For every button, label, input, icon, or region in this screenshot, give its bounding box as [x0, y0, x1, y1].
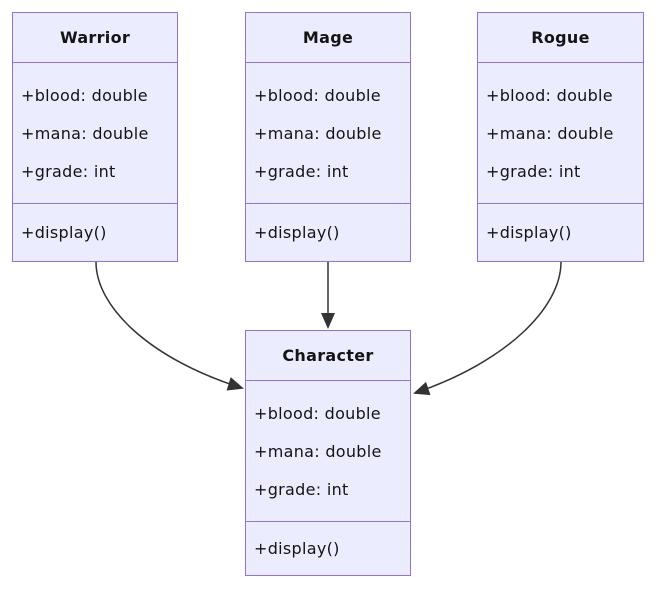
class-title: Mage [246, 13, 410, 63]
class-attributes: +blood: double +mana: double +grade: int [13, 63, 177, 204]
class-box-rogue[interactable]: Rogue +blood: double +mana: double +grad… [477, 12, 644, 262]
class-attributes: +blood: double +mana: double +grade: int [246, 381, 410, 522]
class-title: Rogue [478, 13, 643, 63]
class-title: Warrior [13, 13, 177, 63]
attribute: +blood: double [254, 86, 381, 105]
attribute: +blood: double [21, 86, 148, 105]
attribute: +blood: double [486, 86, 613, 105]
method: +display() [254, 222, 340, 242]
class-methods: +display() [13, 204, 177, 261]
class-title: Character [246, 331, 410, 381]
method: +display() [486, 222, 572, 242]
attribute: +mana: double [254, 442, 382, 461]
attribute: +grade: int [254, 162, 349, 181]
class-methods: +display() [246, 522, 410, 575]
class-box-character[interactable]: Character +blood: double +mana: double +… [245, 330, 411, 576]
attribute: +mana: double [21, 124, 149, 143]
class-methods: +display() [478, 204, 643, 261]
attribute: +mana: double [254, 124, 382, 143]
class-attributes: +blood: double +mana: double +grade: int [246, 63, 410, 204]
method: +display() [21, 222, 107, 242]
attribute: +grade: int [21, 162, 116, 181]
class-box-warrior[interactable]: Warrior +blood: double +mana: double +gr… [12, 12, 178, 262]
arrow-warrior-to-character [95, 261, 244, 391]
method: +display() [254, 538, 340, 558]
class-methods: +display() [246, 204, 410, 261]
attribute: +grade: int [254, 480, 349, 499]
attribute: +grade: int [486, 162, 581, 181]
class-box-mage[interactable]: Mage +blood: double +mana: double +grade… [245, 12, 411, 262]
class-attributes: +blood: double +mana: double +grade: int [478, 63, 643, 204]
arrow-rogue-to-character [413, 261, 562, 396]
attribute: +mana: double [486, 124, 614, 143]
attribute: +blood: double [254, 404, 381, 423]
